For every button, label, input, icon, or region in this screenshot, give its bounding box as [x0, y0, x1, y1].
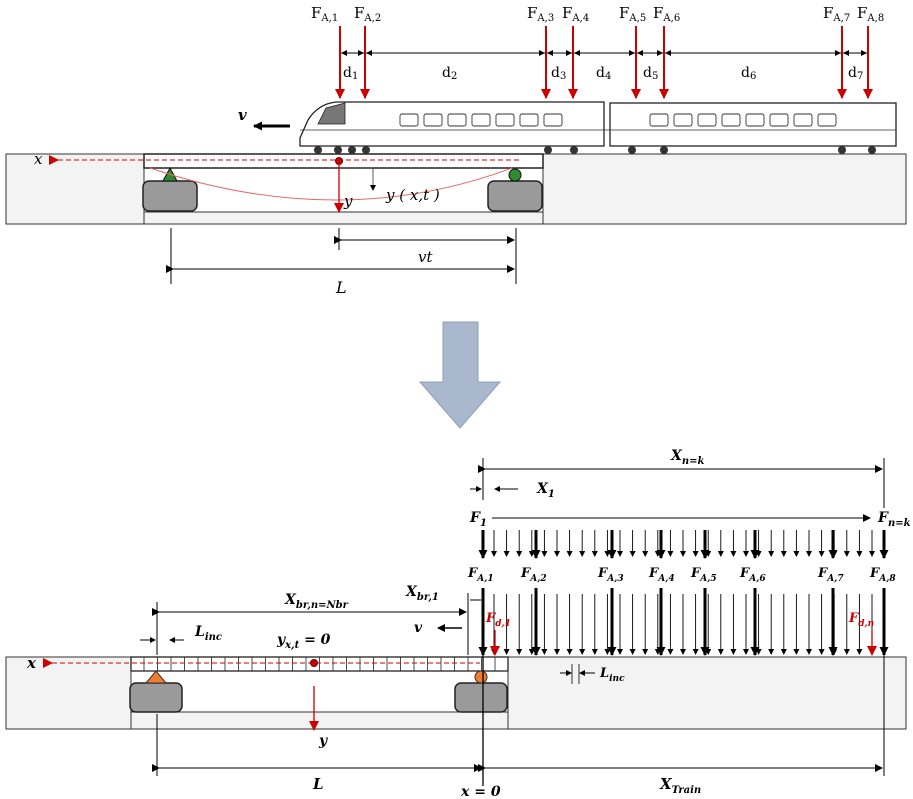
train-wheels	[314, 146, 876, 154]
distributed-load-arrows-lower	[491, 594, 875, 655]
xnk-label: Xn=k	[670, 448, 705, 467]
transition-arrow	[418, 321, 502, 429]
ground-left	[5, 153, 145, 225]
f1-label: F1	[469, 510, 487, 529]
force-label-fa7: FA,7	[823, 4, 850, 24]
force-label-b-fa8: FA,8	[869, 566, 896, 584]
linc-label: Linc	[194, 624, 222, 643]
velocity-label: v	[238, 106, 247, 124]
force-label-b-fa2: FA,2	[520, 566, 547, 584]
bridge-pit-b	[130, 711, 509, 730]
roller-support-right	[508, 168, 522, 182]
train-car-front	[299, 101, 605, 147]
train-car-rear	[609, 102, 897, 147]
force-label-fa1: FA,1	[311, 4, 338, 24]
xtrain-label: XTrain	[659, 775, 701, 796]
bearing-block-left-b	[129, 682, 183, 713]
x-axis-label: x	[34, 150, 43, 168]
train-windows	[399, 113, 837, 127]
roller-support-right-b	[474, 670, 488, 684]
bottom-schematic: x y yx,t = 0 Xbr,n=Nbr Xbr,1 Linc v L XT…	[5, 448, 911, 799]
spacing-label-d2: d2	[442, 65, 457, 82]
fnk-label: Fn=k	[877, 510, 911, 529]
velocity-label-b: v	[414, 620, 423, 636]
train-nose-roof	[317, 102, 346, 125]
spacing-label-d4: d4	[596, 65, 611, 82]
ground-right	[542, 153, 907, 225]
deflection-curve	[149, 167, 513, 201]
force-label-b-fa6: FA,6	[739, 566, 766, 584]
deflection-label: y ( x,t )	[385, 186, 440, 204]
axle-force-labels-bottom: FA,1 FA,2 FA,3 FA,4 FA,5 FA,6 FA,7 FA,8	[467, 566, 896, 584]
axle-force-labels: FA,1 FA,2 FA,3 FA,4 FA,5 FA,6 FA,7 FA,8	[311, 4, 884, 24]
force-label-b-fa1: FA,1	[467, 566, 494, 584]
spacing-label-d7: d7	[848, 65, 863, 82]
linc2-label: Linc	[599, 666, 625, 684]
force-label-b-fa7: FA,7	[817, 566, 844, 584]
fd1-label: Fd,1	[485, 611, 511, 629]
force-label-fa2: FA,2	[354, 4, 381, 24]
ground-right-b	[507, 656, 907, 730]
midpoint-marker	[335, 157, 343, 165]
midpoint-marker-b	[310, 659, 318, 667]
origin-label: x = 0	[460, 784, 501, 799]
spacing-label-d3: d3	[551, 65, 566, 82]
force-label-fa8: FA,8	[857, 4, 884, 24]
bridge-deck	[143, 153, 544, 169]
spacing-label-d6: d6	[741, 65, 756, 82]
top-schematic: x y y ( x,t ) vt L	[5, 4, 907, 297]
vt-label: vt	[418, 248, 433, 266]
force-label-b-fa4: FA,4	[648, 566, 675, 584]
bearing-block-left	[142, 180, 198, 212]
span-label-b: L	[312, 775, 324, 793]
ground-left-b	[5, 656, 132, 730]
deck-segments	[143, 657, 496, 671]
force-label-fa4: FA,4	[562, 4, 589, 24]
boundary-condition-label: yx,t = 0	[276, 632, 331, 651]
force-label-fa5: FA,5	[619, 4, 646, 24]
xbrn-label: Xbr,n=Nbr	[284, 592, 349, 611]
bridge-pit	[143, 211, 544, 225]
spacing-label-d1: d1	[343, 65, 358, 82]
y-axis-label: y	[343, 192, 353, 210]
bearing-block-right-b	[454, 682, 508, 713]
x-axis-label-b: x	[26, 654, 37, 672]
span-label: L	[335, 278, 347, 297]
axle-force-arrows	[335, 26, 873, 99]
bearing-block-right	[487, 180, 543, 212]
axle-force-arrows-bottom	[478, 530, 889, 656]
force-label-b-fa5: FA,5	[690, 566, 717, 584]
spacing-labels: d1 d2 d3 d4 d5 d6 d7	[343, 65, 863, 82]
fdn-label: Fd,n	[848, 611, 874, 629]
train-illustration	[299, 101, 897, 154]
y-axis-label-b: y	[318, 733, 328, 749]
force-label-b-fa3: FA,3	[597, 566, 624, 584]
force-label-fa3: FA,3	[527, 4, 554, 24]
x1-label: X1	[536, 481, 555, 500]
distributed-load-arrows-upper	[491, 530, 875, 557]
force-label-fa6: FA,6	[653, 4, 680, 24]
xbr1-label: Xbr,1	[405, 584, 439, 603]
pin-support-left-b	[144, 670, 168, 684]
spacing-label-d5: d5	[643, 65, 658, 82]
